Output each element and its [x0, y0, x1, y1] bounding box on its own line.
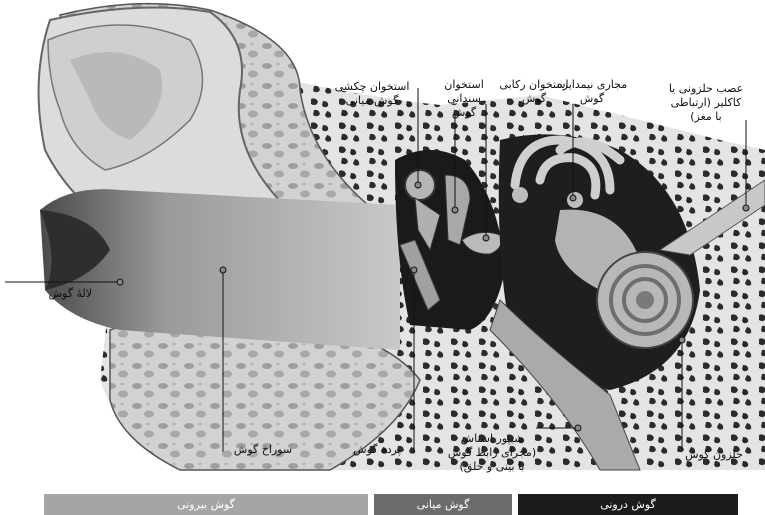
eustachian-dot — [575, 425, 581, 431]
canals-dot — [570, 195, 576, 201]
cochlea-dot — [679, 337, 685, 343]
cochlea-core — [636, 291, 654, 309]
malleus-dot — [415, 182, 421, 188]
label-cochlear-nerve: عصب حلزونی یا کاکلیر (ارتباطی با مغز) — [654, 82, 758, 124]
label-eustachian-tube: شیپور استاش (مجرای رابط گوش با بینی و حل… — [436, 432, 548, 474]
label-malleus: استخوان چکشی گوش میانی — [330, 80, 414, 108]
ear-canal-dot — [220, 267, 226, 273]
ampulla-1 — [512, 187, 528, 203]
label-semicircular-canals: مجاری نیمدایره گوش — [540, 78, 644, 106]
inner-ear-bar: گوش درونی — [518, 494, 738, 515]
nerve-dot — [743, 205, 749, 211]
label-cochlea: حلزون گوش — [676, 448, 752, 462]
stapes-dot — [483, 235, 489, 241]
label-pinna: لالهٔ گوش — [12, 287, 92, 301]
label-eardrum: پرده گوش — [344, 443, 410, 457]
label-incus: استخوان سندانی گوش — [438, 78, 490, 120]
outer-ear-bar: گوش بیرونی — [44, 494, 368, 515]
incus-dot — [452, 207, 458, 213]
middle-ear-bar: گوش میانی — [374, 494, 512, 515]
eardrum-dot — [411, 267, 417, 273]
pinna-dot — [117, 279, 123, 285]
label-ear-canal: سوراخ گوش — [228, 443, 298, 457]
